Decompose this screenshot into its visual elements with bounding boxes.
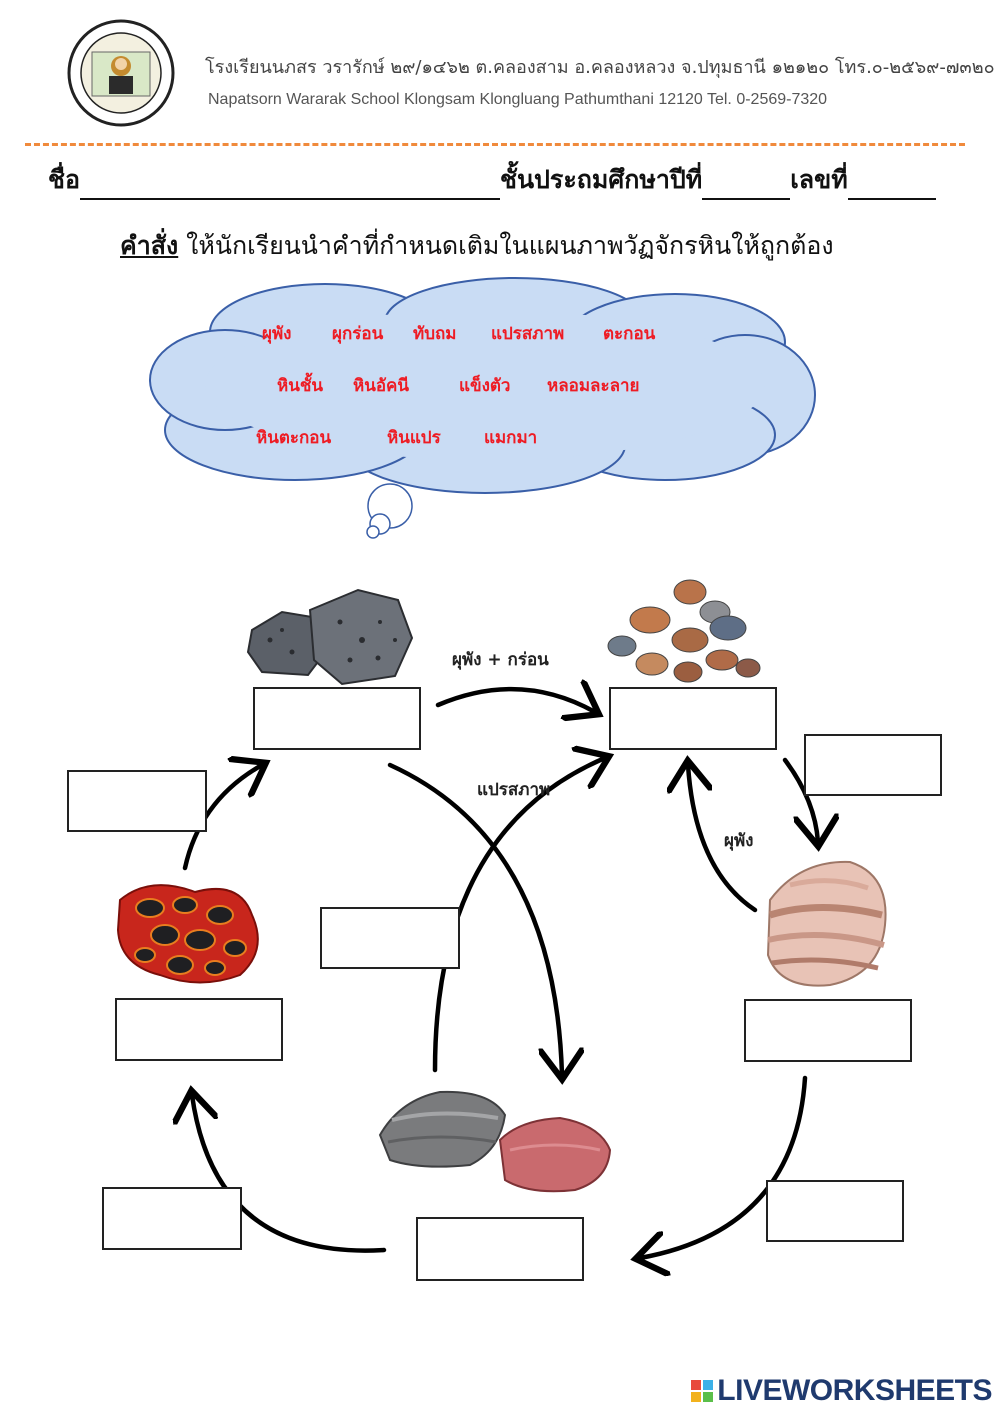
word-bank-item[interactable]: แปรสภาพ — [491, 324, 565, 344]
sediment-image — [607, 579, 761, 683]
label-weathering: ผุพัง — [724, 831, 754, 851]
number-label: เลขที่ — [790, 165, 848, 194]
number-field[interactable] — [847, 172, 936, 200]
arrow-metamorphic-to-sediment — [432, 758, 605, 1073]
rock-cycle-diagram — [116, 579, 887, 1300]
word-bank-item[interactable]: ผุกร่อน — [332, 324, 384, 344]
answer-box-igneous-rock[interactable] — [253, 687, 421, 750]
word-bank-cloud — [149, 277, 816, 539]
answer-box-right-top-arrow[interactable] — [804, 734, 942, 796]
word-bank-item[interactable]: หินแปร — [387, 428, 441, 448]
school-name-thai: โรงเรียนนภสร วรารักษ์ ๒๙/๑๔๖๒ ต.คลองสาม … — [205, 57, 995, 78]
answer-box-sediment[interactable] — [609, 687, 777, 750]
answer-box-center-arrow[interactable] — [320, 907, 460, 969]
magma-image — [116, 884, 259, 984]
answer-box-sedimentary-rock[interactable] — [744, 999, 912, 1062]
arrow-sediment-to-sedimentary — [782, 757, 818, 842]
arrow-igneous-to-metamorphic — [387, 762, 562, 1075]
liveworksheets-text: LIVEWORKSHEETS — [717, 1374, 992, 1407]
word-bank-item[interactable]: ทับถม — [413, 324, 457, 344]
name-field[interactable] — [79, 172, 500, 200]
word-bank-item[interactable]: หินอัคนี — [353, 376, 410, 396]
school-logo — [67, 19, 175, 127]
liveworksheets-logo: LIVEWORKSHEETS — [690, 1374, 992, 1408]
word-bank-item[interactable]: แข็งตัว — [459, 376, 511, 396]
grade-label: ชั้นประถมศึกษาปีที่ — [499, 165, 703, 194]
metamorphic-rock-image — [378, 1090, 612, 1193]
answer-box-melt-arrow[interactable] — [102, 1187, 242, 1250]
word-bank-item[interactable]: หลอมละลาย — [547, 376, 640, 396]
arrow-magma-to-igneous — [182, 765, 262, 871]
name-label: ชื่อ — [48, 165, 80, 194]
liveworksheets-icon — [691, 1380, 714, 1402]
answer-box-solidify-arrow[interactable] — [67, 770, 207, 832]
word-bank-item[interactable]: แมกมา — [484, 428, 538, 448]
instruction-text: ให้นักเรียนนำคำที่กำหนดเติมในแผนภาพวัฏจั… — [178, 231, 834, 260]
label-metamorphism: แปรสภาพ — [477, 780, 551, 800]
school-name-english: Napatsorn Wararak School Klongsam Klongl… — [208, 91, 828, 108]
arrow-weathering-erosion — [435, 689, 595, 712]
sedimentary-rock-image — [766, 860, 887, 987]
igneous-rock-image — [246, 588, 414, 686]
answer-box-bottom-right-arrow[interactable] — [766, 1180, 904, 1242]
student-info-line: ชื่อ ชั้นประถมศึกษาปีที่ เลขที่ — [48, 160, 936, 200]
instruction-label: คำสั่ง — [120, 231, 179, 260]
word-bank-item[interactable]: ผุพัง — [262, 324, 292, 344]
grade-field[interactable] — [702, 172, 791, 200]
arrow-sedimentary-weathering — [688, 765, 758, 913]
answer-box-metamorphic-rock[interactable] — [416, 1217, 584, 1281]
instruction: คำสั่ง ให้นักเรียนนำคำที่กำหนดเติมในแผนภ… — [120, 226, 834, 266]
arrow-sedimentary-to-metamorphic — [640, 1075, 808, 1258]
word-bank-item[interactable]: หินชั้น — [277, 376, 323, 396]
label-weathering-erosion: ผุพัง + กร่อน — [452, 650, 549, 670]
arrow-metamorphic-to-magma — [192, 1095, 387, 1253]
word-bank-item[interactable]: ตะกอน — [603, 324, 656, 344]
answer-box-magma[interactable] — [115, 998, 283, 1061]
dashed-divider — [25, 143, 965, 146]
word-bank-item[interactable]: หินตะกอน — [256, 428, 332, 448]
